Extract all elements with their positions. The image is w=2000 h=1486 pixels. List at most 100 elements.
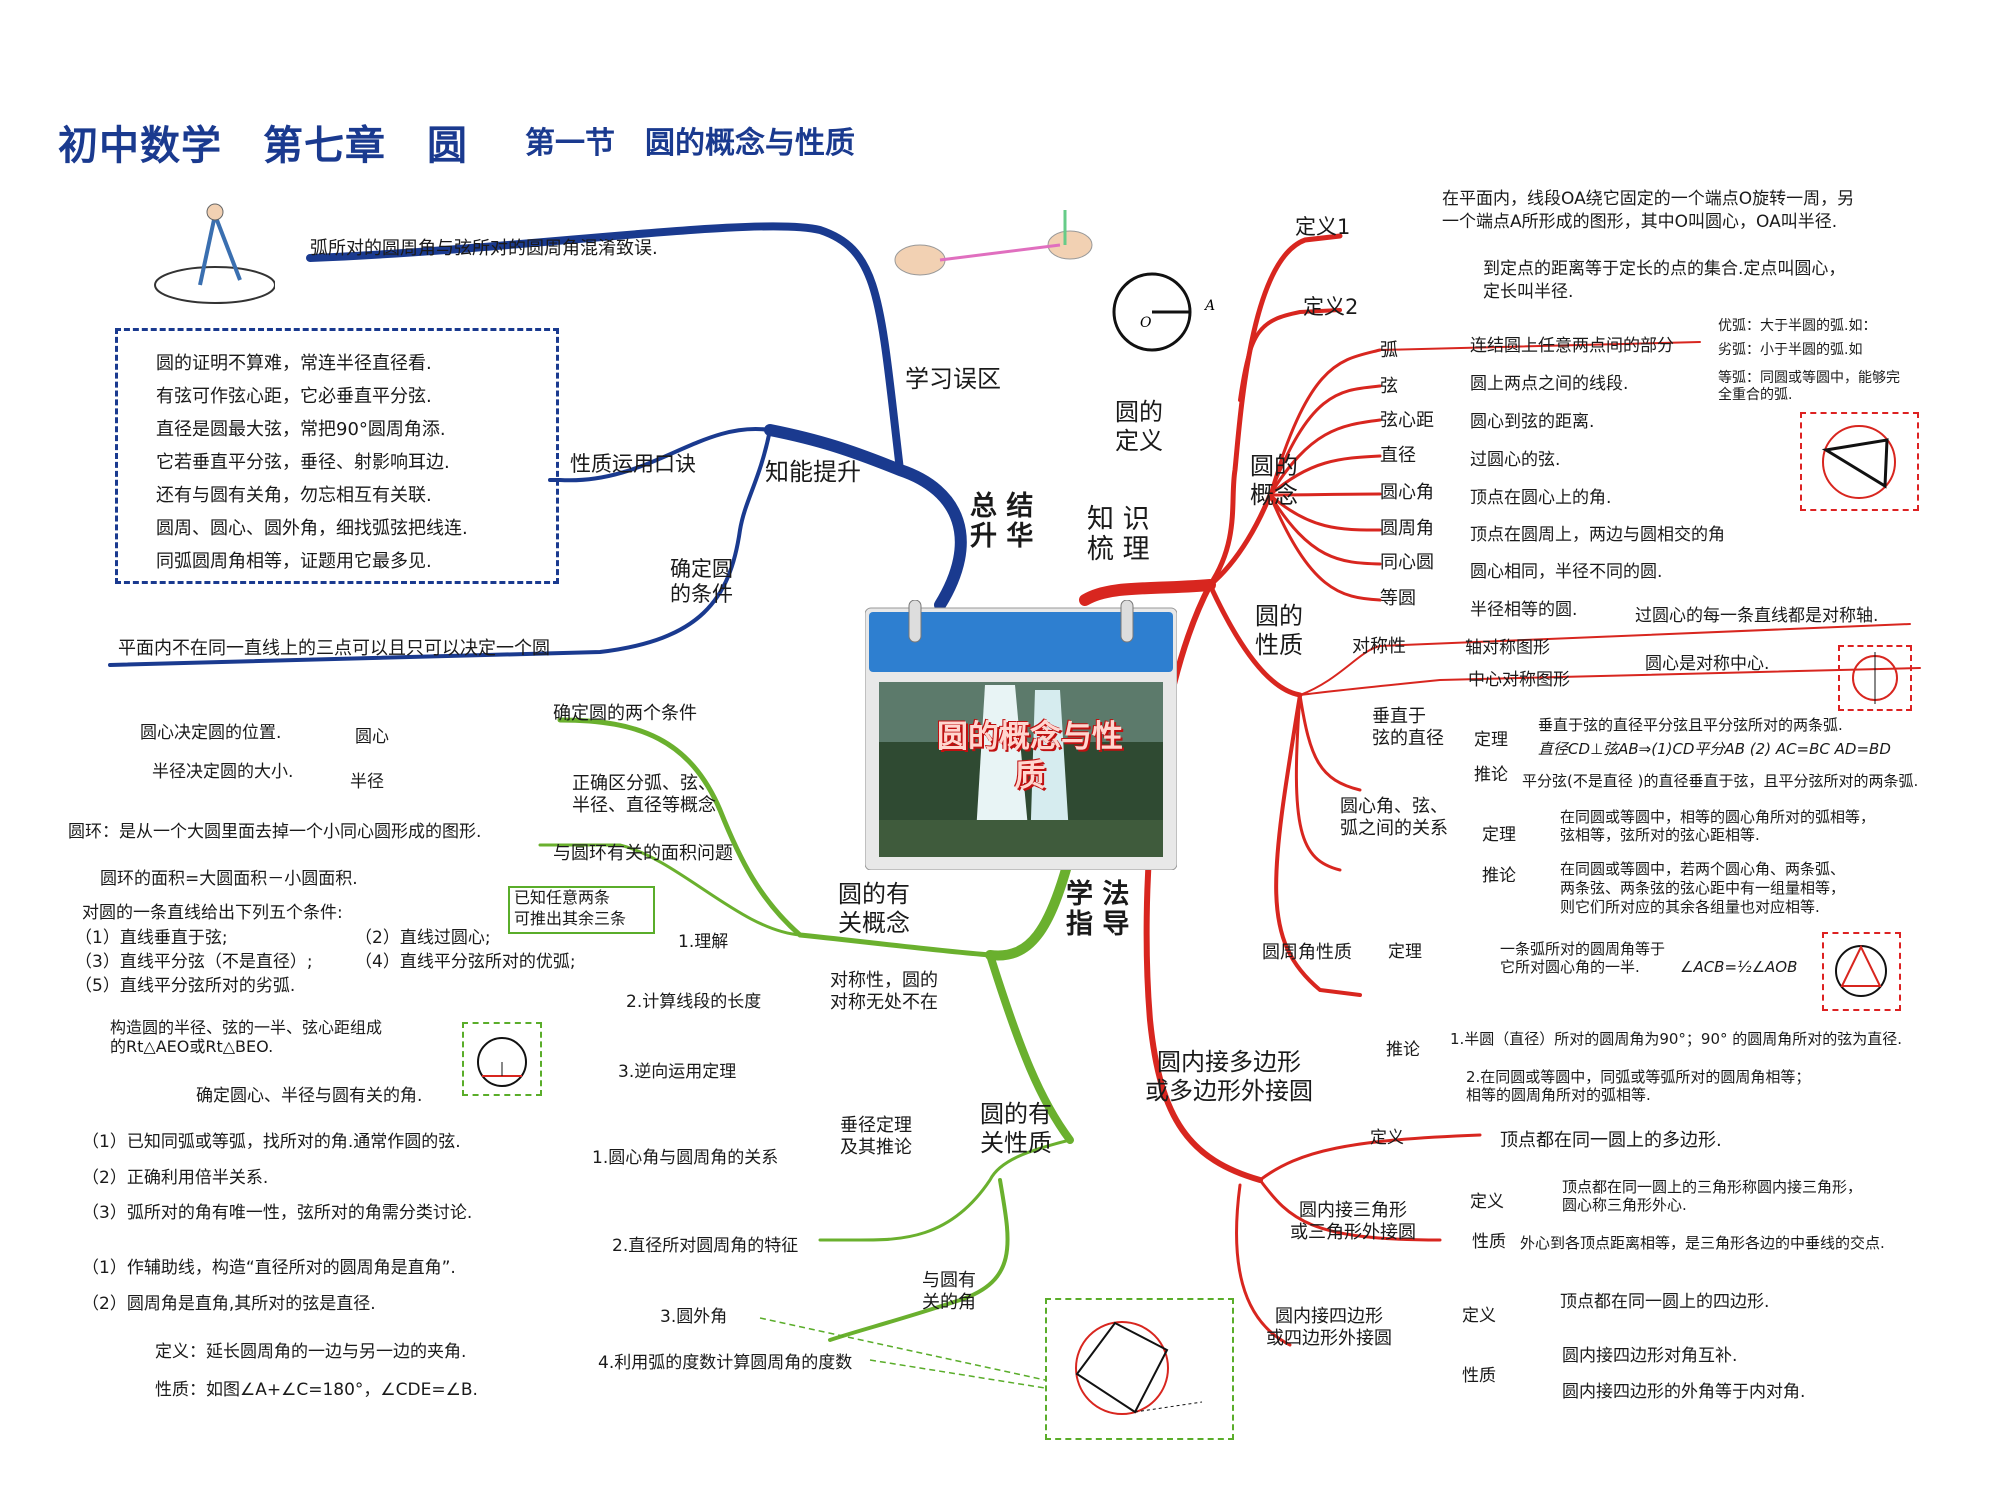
concept-label: 圆的 概念 — [1250, 452, 1298, 509]
center-node-text: 圆心决定圆的位置. — [140, 723, 282, 743]
minor-arc-text: 劣弧：小于半圆的弧.如 — [1718, 342, 1863, 358]
chord-theorem-label: 垂径定理 及其推论 — [840, 1115, 912, 1158]
determine-text: 平面内不在同一直线上的三点可以且只可以决定一个圆 — [118, 638, 550, 659]
annulus-text-2: 圆环的面积=大圆面积－小圆面积. — [100, 869, 358, 889]
condition-2: （2）直线过圆心; — [355, 928, 491, 948]
chord-figure — [462, 1022, 542, 1096]
concept-diameter-label: 直径 — [1380, 445, 1416, 466]
annulus-text-1: 圆环：是从一个大圆里面去掉一个小同心圆形成的图形. — [68, 822, 482, 842]
concept-arc-label: 弧 — [1380, 340, 1398, 361]
rel3-prop: 性质：如图∠A+∠C=180°，∠CDE=∠B. — [155, 1380, 478, 1400]
concept-chord-distance-label: 弦心距 — [1380, 410, 1434, 431]
known-two-box: 已知任意两条 可推出其余三条 — [508, 886, 655, 934]
symmetry-figure — [1838, 645, 1912, 711]
triangle-in-circle-figure — [1800, 412, 1919, 511]
rhyme-line: 圆的证明不算难，常连半径直径看. — [156, 353, 432, 374]
five-conditions-head: 对圆的一条直线给出下列五个条件: — [82, 903, 343, 923]
relation-label: 圆心角、弦、 弧之间的关系 — [1340, 796, 1448, 839]
rel1-item-1: （1）已知同弧或等弧，找所对的角.通常作圆的弦. — [82, 1132, 461, 1152]
rhyme-line: 直径是圆最大弦，常把90°圆周角添. — [156, 419, 446, 440]
concept-chord-distance-text: 圆心到弦的距离. — [1470, 412, 1595, 432]
condition-1: （1）直线垂直于弦; — [75, 928, 228, 948]
concept-concentric-text: 圆心相同，半径不同的圆. — [1470, 562, 1663, 582]
triangle-label: 圆内接三角形 或三角形外接圆 — [1290, 1200, 1416, 1243]
exterior-angle-figure — [1045, 1298, 1234, 1440]
triangle-prop-text: 外心到各顶点距离相等，是三角形各边的中垂线的交点. — [1520, 1234, 1885, 1252]
determine-label: 确定圆 的条件 — [670, 557, 733, 607]
string-drawing — [890, 200, 1100, 290]
quad-label: 圆内接四边形 或四边形外接圆 — [1266, 1306, 1392, 1349]
central-text: 圆心是对称中心. — [1645, 654, 1770, 674]
two-conditions-label: 确定圆的两个条件 — [553, 703, 697, 724]
concept-central-angle-text: 顶点在圆心上的角. — [1470, 488, 1612, 508]
inscribed-theorem-label: 定理 — [1388, 942, 1422, 962]
rhyme-line: 它若垂直平分弦，垂径、射影响耳边. — [156, 452, 450, 473]
branch-method: 学 法 指 导 — [1066, 879, 1130, 940]
symmetry-note: 对称性，圆的 对称无处不在 — [830, 970, 938, 1013]
rel1-item-2: （2）正确利用倍半关系. — [82, 1168, 269, 1188]
concept-diameter-text: 过圆心的弦. — [1470, 450, 1561, 470]
rel4-label: 4.利用弧的度数计算圆周角的度数 — [598, 1353, 853, 1373]
inscribed-corollary-1: 1.半圆（直径）所对的圆周角为90°；90° 的圆周角所对的弦为直径. — [1450, 1030, 1903, 1048]
polygon-label: 圆内接多边形 或多边形外接圆 — [1145, 1048, 1313, 1105]
concept-concentric-label: 同心圆 — [1380, 552, 1434, 573]
def2-label: 定义2 — [1303, 295, 1359, 319]
def1-text: 在平面内，线段OA绕它固定的一个端点O旋转一周，另 一个端点A所形成的图形，其中… — [1442, 189, 1855, 232]
branch-summary: 总 结 升 华 — [970, 491, 1034, 552]
distinguish-label: 正确区分弧、弦、 半径、直径等概念 — [572, 773, 716, 816]
rhyme-box: 圆的证明不算难，常连半径直径看. 有弦可作弦心距，它必垂直平分弦. 直径是圆最大… — [115, 328, 559, 584]
radius-node: 半径 — [350, 772, 384, 792]
major-arc-text: 优弧：大于半圆的弧.如： — [1718, 318, 1877, 334]
relation-corollary-text: 在同圆或等圆中，若两个圆心角、两条弧、 两条弦、两条弦的弦心距中有一组量相等， … — [1560, 860, 1846, 916]
rel2-label: 2.直径所对圆周角的特征 — [612, 1236, 799, 1256]
angle-label: 与圆有 关的角 — [922, 1270, 976, 1313]
related-concept-label: 圆的有 关概念 — [838, 880, 910, 937]
perp-theorem-label: 定理 — [1474, 730, 1508, 750]
svg-text:O: O — [1140, 315, 1152, 331]
improve-label: 知能提升 — [765, 458, 861, 486]
concept-chord-label: 弦 — [1380, 376, 1398, 397]
rel2-item-2: （2）圆周角是直角,其所对的弦是直径. — [82, 1294, 376, 1314]
triangle-def-text: 顶点都在同一圆上的三角形称圆内接三角形， 圆心称三角形外心. — [1562, 1178, 1863, 1214]
def2-text: 到定点的距离等于定长的点的集合.定点叫圆心， 定长叫半径. — [1483, 259, 1846, 302]
understand-label: 1.理解 — [678, 932, 729, 952]
radius-node-text: 半径决定圆的大小. — [152, 762, 294, 782]
central-label: 中心对称图形 — [1468, 670, 1570, 690]
rhyme-line: 圆周、圆心、圆外角，细找弧弦把线连. — [156, 518, 468, 539]
rel3-label: 3.圆外角 — [660, 1307, 728, 1327]
concept-equal-circle-text: 半径相等的圆. — [1470, 600, 1578, 620]
rel1-label: 1.圆心角与圆周角的关系 — [592, 1148, 779, 1168]
perp-corollary-text: 平分弦(不是直径 )的直径垂直于弦，且平分弦所对的两条弧. — [1522, 772, 1919, 790]
quad-def-label: 定义 — [1462, 1306, 1496, 1326]
page-title: 初中数学 第七章 圆 — [58, 123, 468, 169]
concept-arc-text: 连结圆上任意两点间的部分 — [1470, 336, 1674, 356]
concept-equal-circle-label: 等圆 — [1380, 588, 1416, 609]
center-node: 圆心 — [355, 727, 389, 747]
quad-prop-2: 圆内接四边形的外角等于内对角. — [1562, 1382, 1806, 1402]
axis-label: 轴对称图形 — [1465, 638, 1550, 658]
inscribed-corollary-label: 推论 — [1386, 1040, 1420, 1060]
polygon-def-label: 定义 — [1370, 1128, 1404, 1148]
perp-theorem-text: 垂直于弦的直径平分弦且平分弦所对的两条弧. — [1538, 716, 1843, 734]
mistake-label: 学习误区 — [905, 365, 1001, 393]
rel1-item-3: （3）弧所对的角有唯一性，弦所对的角需分类讨论. — [82, 1203, 473, 1223]
quad-prop-label: 性质 — [1462, 1366, 1496, 1386]
compute-text: 构造圆的半径、弦的一半、弦心距组成 的Rt△AEO或Rt△BEO. — [110, 1018, 383, 1057]
circle-oa-figure: O A — [1110, 270, 1220, 355]
condition-4: （4）直线平分弦所对的优弧; — [355, 952, 576, 972]
triangle-prop-label: 性质 — [1472, 1232, 1506, 1252]
relation-theorem-label: 定理 — [1482, 825, 1516, 845]
condition-5: （5）直线平分弦所对的劣弧. — [75, 976, 296, 996]
rhyme-label: 性质运用口诀 — [570, 452, 696, 476]
definition-label: 圆的 定义 — [1115, 398, 1163, 455]
rhyme-line: 同弧圆周角相等，证题用它最多见. — [156, 551, 432, 572]
def1-label: 定义1 — [1295, 215, 1351, 239]
relation-corollary-label: 推论 — [1482, 866, 1516, 886]
concept-inscribed-angle-text: 顶点在圆周上，两边与圆相交的角 — [1470, 525, 1725, 545]
mistake-text: 弧所对的圆周角与弦所对的圆周角混淆致误. — [310, 238, 658, 259]
reverse-text: 确定圆心、半径与圆有关的角. — [196, 1086, 423, 1106]
quad-def-text: 顶点都在同一圆上的四边形. — [1560, 1292, 1770, 1312]
center-title: 圆的概念与性质 — [937, 719, 1123, 794]
